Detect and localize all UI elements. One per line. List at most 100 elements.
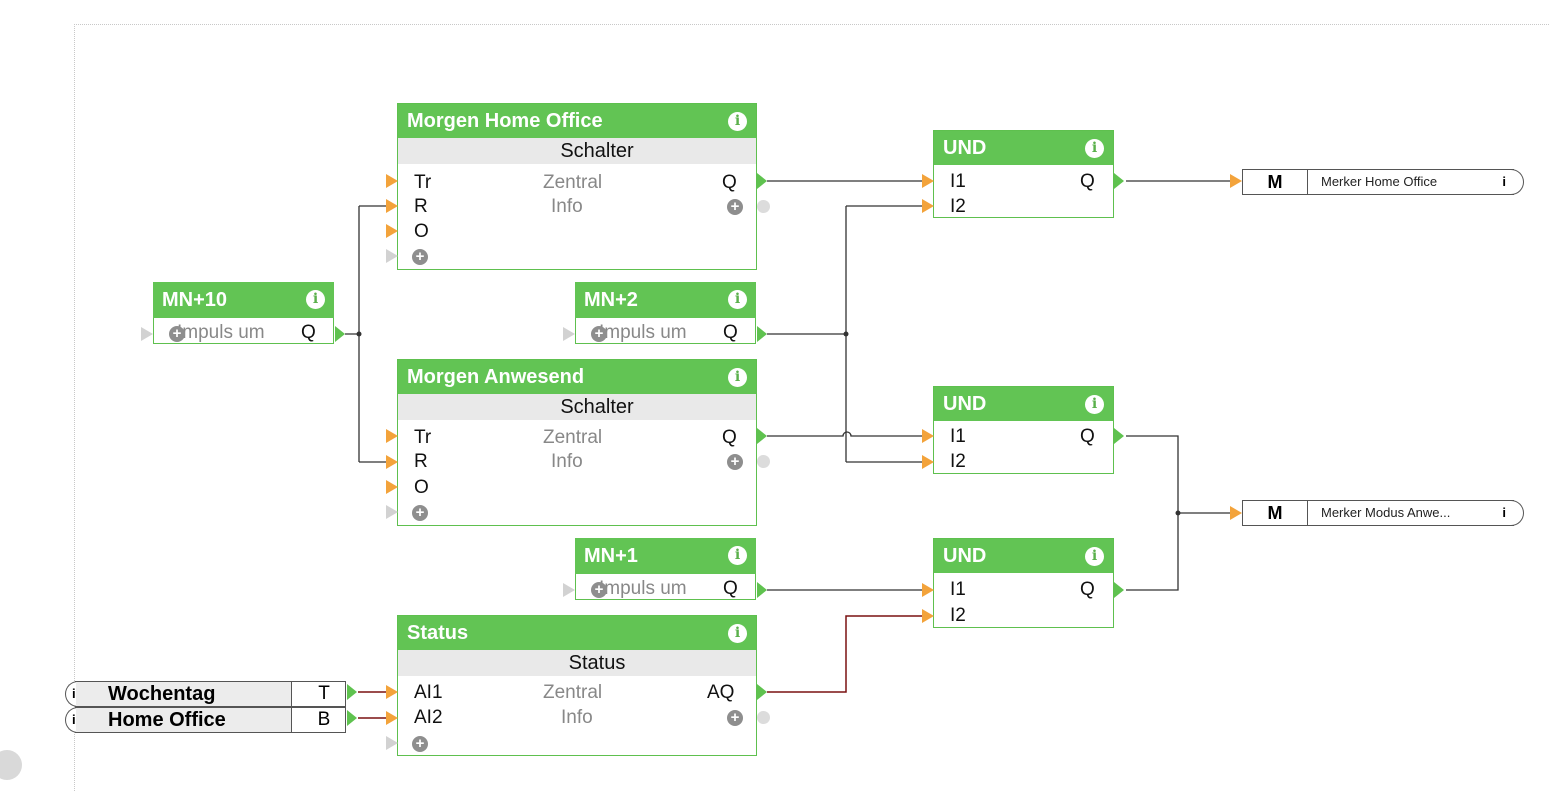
input-connector-r[interactable] <box>386 455 398 469</box>
input-connector-add[interactable] <box>141 327 153 341</box>
timer-label: Impuls um <box>177 322 265 343</box>
input-home-office[interactable]: i Home Office B <box>65 707 346 733</box>
input-connector-add[interactable] <box>386 249 398 263</box>
info-icon[interactable]: i <box>72 686 76 701</box>
info-icon[interactable]: i <box>728 546 747 565</box>
add-input-icon[interactable]: + <box>591 582 607 598</box>
input-connector-o[interactable] <box>386 480 398 494</box>
info-icon[interactable]: i <box>1085 547 1104 566</box>
input-wochentag[interactable]: i Wochentag T <box>65 681 346 707</box>
input-connector-r[interactable] <box>386 199 398 213</box>
port-aq: AQ <box>707 682 735 703</box>
input-connector-merker-2[interactable] <box>1230 506 1242 520</box>
port-i2: I2 <box>950 196 966 217</box>
add-input-icon[interactable]: + <box>412 249 428 265</box>
input-connector-merker-1[interactable] <box>1230 174 1242 188</box>
scroll-handle[interactable] <box>0 750 22 780</box>
input-connector-i2[interactable] <box>922 199 934 213</box>
input-connector-i2[interactable] <box>922 455 934 469</box>
info-icon[interactable]: i <box>306 290 325 309</box>
timer-label: Impuls um <box>599 322 687 343</box>
info-icon[interactable]: i <box>72 712 76 727</box>
add-output-icon[interactable]: + <box>727 710 743 726</box>
info-icon[interactable]: i <box>728 624 747 643</box>
input-connector-tr[interactable] <box>386 429 398 443</box>
info-icon[interactable]: i <box>1502 505 1506 520</box>
info-icon[interactable]: i <box>1085 139 1104 158</box>
input-connector-ai2[interactable] <box>386 711 398 725</box>
output-connector-q[interactable] <box>757 582 767 598</box>
input-connector-i1[interactable] <box>922 174 934 188</box>
block-subtitle: Schalter <box>398 138 756 164</box>
port-ai1: AI1 <box>414 682 443 703</box>
add-output-icon[interactable]: + <box>727 199 743 215</box>
merker-type: M <box>1243 501 1308 525</box>
port-q: Q <box>1080 171 1095 192</box>
output-connector-ghost[interactable] <box>757 455 770 468</box>
add-input-icon[interactable]: + <box>591 326 607 342</box>
add-input-icon[interactable]: + <box>169 326 185 342</box>
param-info: Info <box>561 707 593 728</box>
input-connector-add[interactable] <box>386 736 398 750</box>
merker-modus-anwesend[interactable]: M Merker Modus Anwe... i <box>1242 500 1524 526</box>
output-connector-q[interactable] <box>1114 582 1124 598</box>
output-connector-q[interactable] <box>757 173 767 189</box>
port-tr: Tr <box>414 172 432 193</box>
output-connector-wochentag[interactable] <box>347 684 357 700</box>
output-connector-q[interactable] <box>1114 173 1124 189</box>
info-icon[interactable]: i <box>1085 395 1104 414</box>
output-connector-aq[interactable] <box>757 684 767 700</box>
output-connector-q[interactable] <box>1114 428 1124 444</box>
port-i2: I2 <box>950 605 966 626</box>
param-info: Info <box>551 196 583 217</box>
output-connector-home-office[interactable] <box>347 710 357 726</box>
input-connector-add[interactable] <box>563 583 575 597</box>
und-header[interactable]: UND i <box>934 131 1113 165</box>
input-name: Wochentag <box>76 682 292 706</box>
timer-label: Impuls um <box>599 578 687 599</box>
merker-home-office[interactable]: M Merker Home Office i <box>1242 169 1524 195</box>
input-connector-add[interactable] <box>386 505 398 519</box>
input-connector-add[interactable] <box>563 327 575 341</box>
und-title: UND <box>943 137 987 159</box>
output-connector-q[interactable] <box>335 326 345 342</box>
input-connector-ai1[interactable] <box>386 685 398 699</box>
input-connector-i2[interactable] <box>922 609 934 623</box>
output-connector-ghost[interactable] <box>757 711 770 724</box>
output-connector-q[interactable] <box>757 428 767 444</box>
port-q: Q <box>722 172 737 193</box>
port-tr: Tr <box>414 427 432 448</box>
wire-status-und3 <box>767 615 924 693</box>
info-icon[interactable]: i <box>728 290 747 309</box>
wire-anwesend-und2 <box>767 431 924 437</box>
add-input-icon[interactable]: + <box>412 736 428 752</box>
add-input-icon[interactable]: + <box>412 505 428 521</box>
output-connector-q[interactable] <box>757 326 767 342</box>
input-connector-i1[interactable] <box>922 429 934 443</box>
add-output-icon[interactable]: + <box>727 454 743 470</box>
output-connector-ghost[interactable] <box>757 200 770 213</box>
input-connector-i1[interactable] <box>922 583 934 597</box>
info-icon[interactable]: i <box>728 368 747 387</box>
info-icon[interactable]: i <box>728 112 747 131</box>
input-connector-tr[interactable] <box>386 174 398 188</box>
info-icon[interactable]: i <box>1502 174 1506 189</box>
input-connector-o[interactable] <box>386 224 398 238</box>
